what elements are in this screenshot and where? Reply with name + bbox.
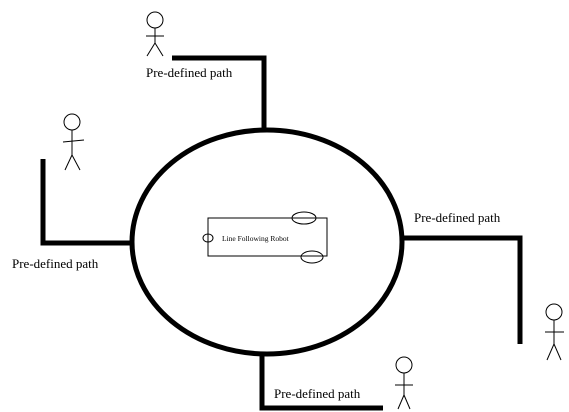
person-right-icon [545,303,564,361]
path-top [172,55,267,132]
path-bottom [259,352,383,411]
path-left [40,159,132,246]
path-label-right: Pre-defined path [414,210,501,225]
circular-track [129,127,405,357]
robot: Line Following Robot [202,211,328,264]
path-right [404,235,523,344]
path-label-left: Pre-defined path [12,256,99,271]
robot-wheel-top [291,211,317,225]
robot-wheel-bottom [300,250,324,264]
robot-sensor [202,233,214,243]
person-top-icon [146,11,164,57]
person-left-icon [62,113,85,171]
path-label-top: Pre-defined path [146,65,233,80]
robot-label: Line Following Robot [222,234,290,243]
person-bottom-icon [395,356,413,410]
path-label-bottom: Pre-defined path [274,386,361,401]
robot-body [207,217,328,257]
